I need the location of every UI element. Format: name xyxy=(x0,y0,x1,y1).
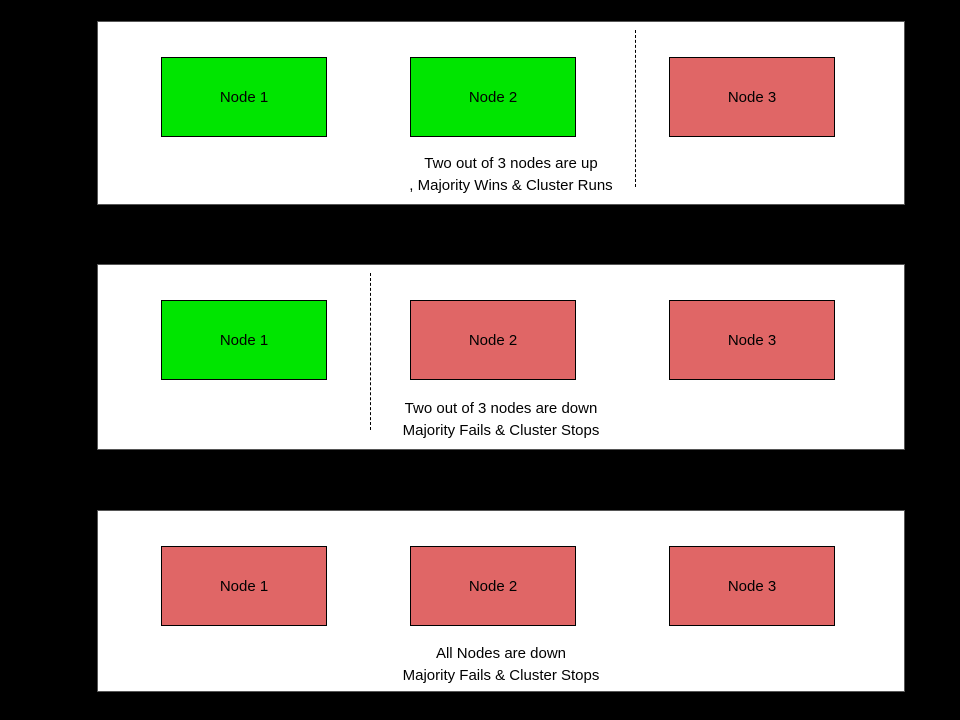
caption-line: Two out of 3 nodes are down xyxy=(404,400,598,417)
caption-line: Two out of 3 nodes are up xyxy=(424,155,598,172)
node-box: Node 3 xyxy=(669,300,835,380)
node-box: Node 3 xyxy=(669,57,835,137)
node-box: Node 1 xyxy=(161,546,327,626)
node-box: Node 2 xyxy=(410,57,576,137)
scenario-panel-all-nodes-down: Node 1 Node 2 Node 3 All Nodes are down … xyxy=(97,510,905,692)
node-label: Node 1 xyxy=(219,88,269,106)
scenario-caption: Two out of 3 nodes are up , Majority Win… xyxy=(108,153,914,197)
node-box: Node 3 xyxy=(669,546,835,626)
scenario-panel-two-nodes-down: Node 1 Node 2 Node 3 Two out of 3 nodes … xyxy=(97,264,905,450)
node-box: Node 2 xyxy=(410,300,576,380)
caption-line: Majority Fails & Cluster Stops xyxy=(402,667,600,684)
scenario-panel-two-nodes-up: Node 1 Node 2 Node 3 Two out of 3 nodes … xyxy=(97,21,905,205)
node-label: Node 3 xyxy=(727,88,777,106)
node-box: Node 2 xyxy=(410,546,576,626)
caption-line: Majority Fails & Cluster Stops xyxy=(402,422,600,439)
caption-line: All Nodes are down xyxy=(435,645,567,662)
node-box: Node 1 xyxy=(161,300,327,380)
node-label: Node 1 xyxy=(219,577,269,595)
caption-line: , Majority Wins & Cluster Runs xyxy=(409,177,613,194)
node-label: Node 2 xyxy=(468,88,518,106)
node-label: Node 2 xyxy=(468,577,518,595)
quorum-divider-dashed-line xyxy=(370,273,371,430)
node-box: Node 1 xyxy=(161,57,327,137)
node-label: Node 3 xyxy=(727,577,777,595)
node-label: Node 1 xyxy=(219,331,269,349)
node-label: Node 2 xyxy=(468,331,518,349)
node-label: Node 3 xyxy=(727,331,777,349)
scenario-caption: All Nodes are down Majority Fails & Clus… xyxy=(98,643,904,687)
quorum-divider-dashed-line xyxy=(635,30,636,187)
scenario-caption: Two out of 3 nodes are down Majority Fai… xyxy=(98,398,904,442)
